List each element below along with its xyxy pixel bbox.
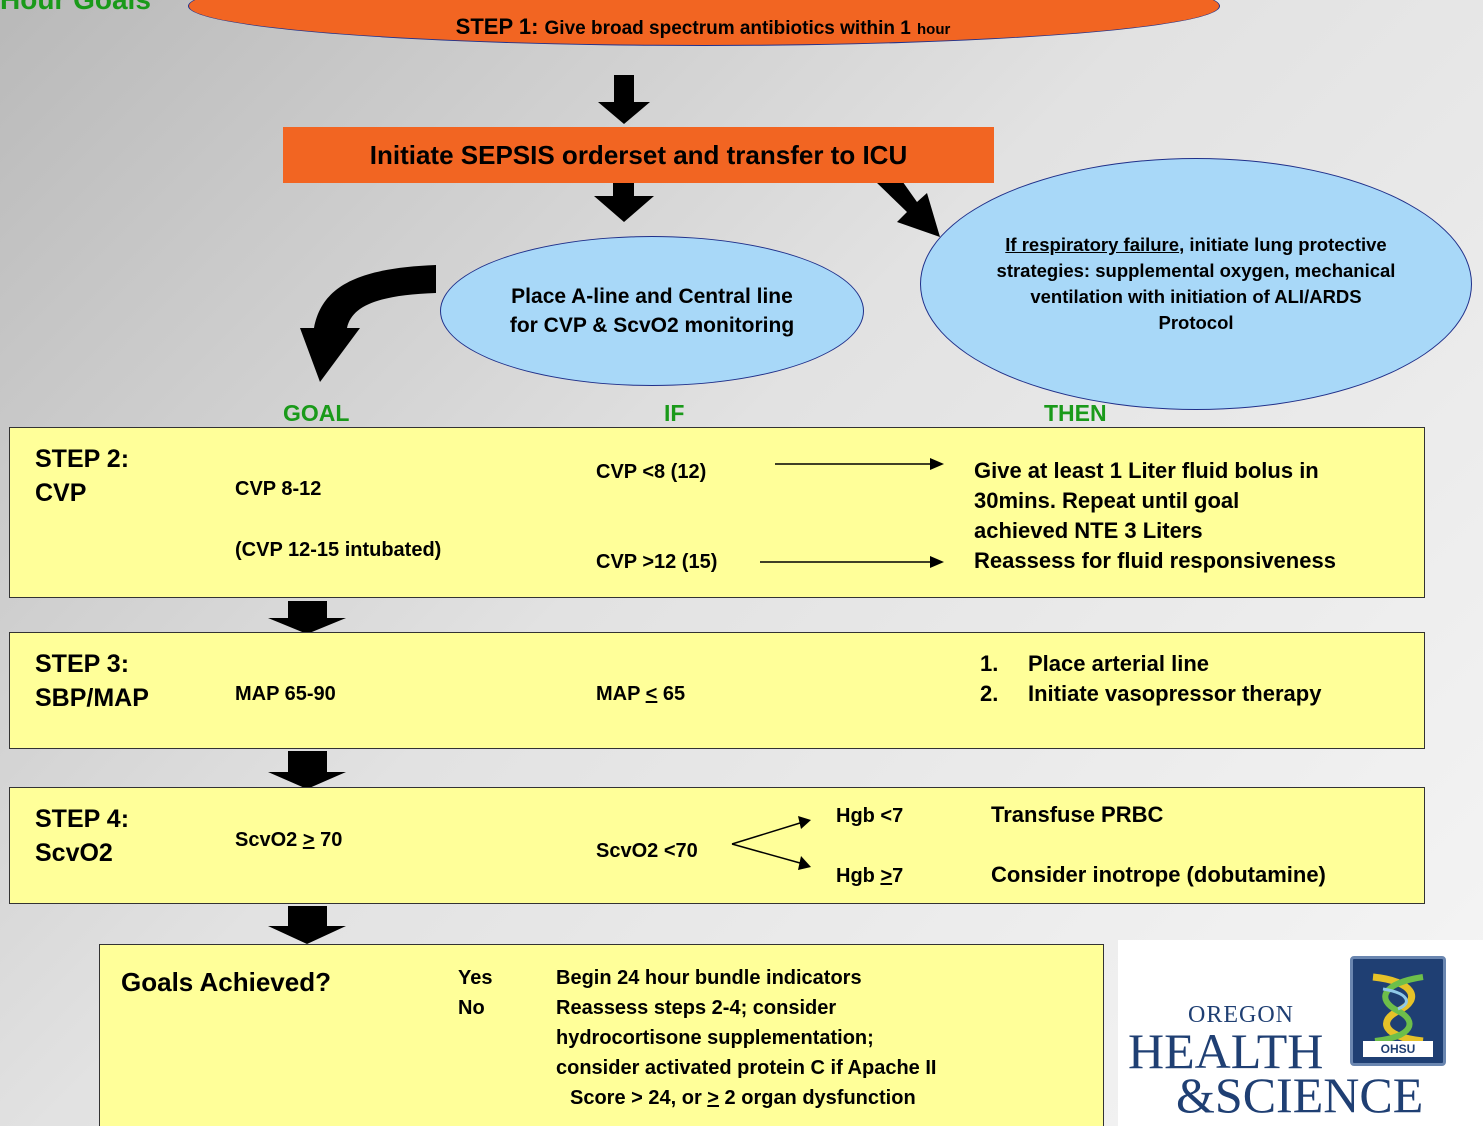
arrow-down-1 xyxy=(598,75,650,124)
step1-sep: : xyxy=(531,14,539,39)
arrow-down-4 xyxy=(268,751,346,789)
step4-branch-high-prefix: Hgb xyxy=(836,865,881,887)
step3-if-symbol: < xyxy=(645,683,658,705)
goals-no-line4-symbol: > xyxy=(707,1087,719,1109)
step3-action-1: 1. Place arterial line xyxy=(980,649,1321,679)
arrow-curved-goal xyxy=(300,265,436,382)
step2-then-line2: 30mins. Repeat until goal xyxy=(974,488,1240,513)
step4-then-high: Consider inotrope (dobutamine) xyxy=(991,862,1326,887)
step2-then-line1: Give at least 1 Liter fluid bolus in xyxy=(974,458,1319,483)
step3-action-2-text: Initiate vasopressor therapy xyxy=(1028,681,1322,706)
goals-no-line2: hydrocortisone supplementation; xyxy=(556,1027,874,1049)
step1-unit: hour xyxy=(917,21,951,38)
step2-label: STEP 2: CVP xyxy=(35,442,129,510)
step4-goal-symbol: > xyxy=(302,829,315,851)
column-if: IF xyxy=(664,400,685,426)
goals-no-line1: Reassess steps 2-4; consider xyxy=(556,997,837,1019)
step4-label-line1: STEP 4: xyxy=(35,805,130,833)
step1-text: STEP 1: Give broad spectrum antibiotics … xyxy=(188,14,1218,40)
logo-line3: &SCIENCE xyxy=(1176,1067,1424,1123)
respiratory-condition: If respiratory failure xyxy=(1005,234,1180,255)
arrow-down-2 xyxy=(594,172,654,222)
ohsu-shield-icon: OHSU xyxy=(1350,956,1446,1066)
goals-no-line4: Score > 24, or > 2 organ dysfunction xyxy=(556,1083,936,1113)
goals-outcomes: Begin 24 hour bundle indicators Reassess… xyxy=(556,963,936,1113)
arrow-down-3 xyxy=(268,601,346,634)
step2-then-line3: achieved NTE 3 Liters xyxy=(974,518,1203,543)
step3-box: STEP 3: SBP/MAP MAP 65-90 MAP < 65 1. Pla… xyxy=(9,632,1425,749)
helix-icon xyxy=(1372,973,1424,1045)
ohsu-badge: OHSU xyxy=(1363,1041,1433,1057)
step2-goal-intubated: (CVP 12-15 intubated) xyxy=(235,539,442,561)
logo-line1: OREGON xyxy=(1188,1002,1294,1028)
step2-arrows xyxy=(760,458,944,568)
step2-box: STEP 2: CVP CVP 8-12 (CVP 12-15 intubate… xyxy=(9,427,1425,598)
step4-branch-high: Hgb >7 xyxy=(836,861,903,891)
goals-no-line4-prefix: Score > 24, or xyxy=(570,1087,708,1109)
step4-branch-high-value: 7 xyxy=(892,865,904,887)
arrow-diag-resp xyxy=(876,168,940,237)
goals-yes: Yes xyxy=(458,967,493,989)
step4-box: STEP 4: ScvO2 ScvO2 > 70 ScvO2 <70 Hgb <… xyxy=(9,787,1425,904)
goals-no: No xyxy=(458,997,485,1019)
step3-goal: MAP 65-90 xyxy=(235,683,336,705)
step3-label-line1: STEP 3: xyxy=(35,650,130,678)
step3-action-1-text: Place arterial line xyxy=(1028,651,1209,676)
step3-label: STEP 3: SBP/MAP xyxy=(35,647,149,715)
sepsis-orderset-box: Initiate SEPSIS orderset and transfer to… xyxy=(283,127,994,183)
step2-label-line2: CVP xyxy=(35,479,87,507)
step4-branch-low: Hgb <7 xyxy=(836,805,904,827)
respiratory-text: If respiratory failure, initiate lung pr… xyxy=(991,232,1401,336)
step3-action-1-num: 1. xyxy=(980,651,999,676)
step4-if: ScvO2 <70 xyxy=(596,840,698,862)
step3-if-value: 65 xyxy=(657,683,686,705)
step2-label-line1: STEP 2: xyxy=(35,445,130,473)
aline-text: Place A-line and Central line for CVP & … xyxy=(509,285,795,337)
step4-then-low: Transfuse PRBC xyxy=(991,802,1164,827)
step2-goal: CVP 8-12 xyxy=(235,478,322,500)
step4-branch-arrows xyxy=(731,816,811,870)
step2-if-high: CVP >12 (15) xyxy=(596,551,718,573)
arrow-down-5 xyxy=(268,906,346,944)
step3-action-2-num: 2. xyxy=(980,681,999,706)
step3-if: MAP < 65 xyxy=(596,679,685,709)
step2-then-line4: Reassess for fluid responsiveness xyxy=(974,548,1336,573)
goals-no-line3: consider activated protein C if Apache I… xyxy=(556,1057,937,1079)
aline-oval: Place A-line and Central line for CVP & … xyxy=(440,236,864,386)
goals-title: Goals Achieved? xyxy=(121,967,331,997)
respiratory-strategies: , initiate lung protective strategies: s… xyxy=(996,234,1396,333)
step2-then: Give at least 1 Liter fluid bolus in 30m… xyxy=(974,456,1336,576)
column-then: THEN xyxy=(1044,400,1107,426)
step2-if-low: CVP <8 (12) xyxy=(596,461,707,483)
respiratory-oval: If respiratory failure, initiate lung pr… xyxy=(920,158,1472,410)
step4-branch-high-symbol: > xyxy=(880,865,893,887)
step4-label-line2: ScvO2 xyxy=(35,839,113,867)
step4-goal-value: 70 xyxy=(314,829,343,851)
page-title-fragment: Hour Goals xyxy=(0,0,151,16)
goals-achieved-box: Goals Achieved? Yes No Begin 24 hour bun… xyxy=(99,944,1104,1126)
column-goal: GOAL xyxy=(283,400,350,426)
step3-action-2: 2. Initiate vasopressor therapy xyxy=(980,679,1321,709)
goals-no-line4-suffix: 2 organ dysfunction xyxy=(718,1087,916,1109)
step3-if-prefix: MAP xyxy=(596,683,646,705)
step4-goal-prefix: ScvO2 xyxy=(235,829,303,851)
step3-label-line2: SBP/MAP xyxy=(35,684,149,712)
step4-label: STEP 4: ScvO2 xyxy=(35,802,129,870)
step1-label: STEP 1 xyxy=(455,14,532,39)
step1-instruction: Give broad spectrum antibiotics within 1 xyxy=(544,18,911,39)
logo-line2: HEALTH xyxy=(1128,1023,1324,1079)
goals-yes-text: Begin 24 hour bundle indicators xyxy=(556,967,862,989)
step3-actions: 1. Place arterial line 2. Initiate vasopre… xyxy=(980,649,1321,709)
ohsu-logo: OHSU OREGON HEALTH &SCIENCE xyxy=(1118,940,1483,1126)
step4-goal: ScvO2 > 70 xyxy=(235,825,342,855)
